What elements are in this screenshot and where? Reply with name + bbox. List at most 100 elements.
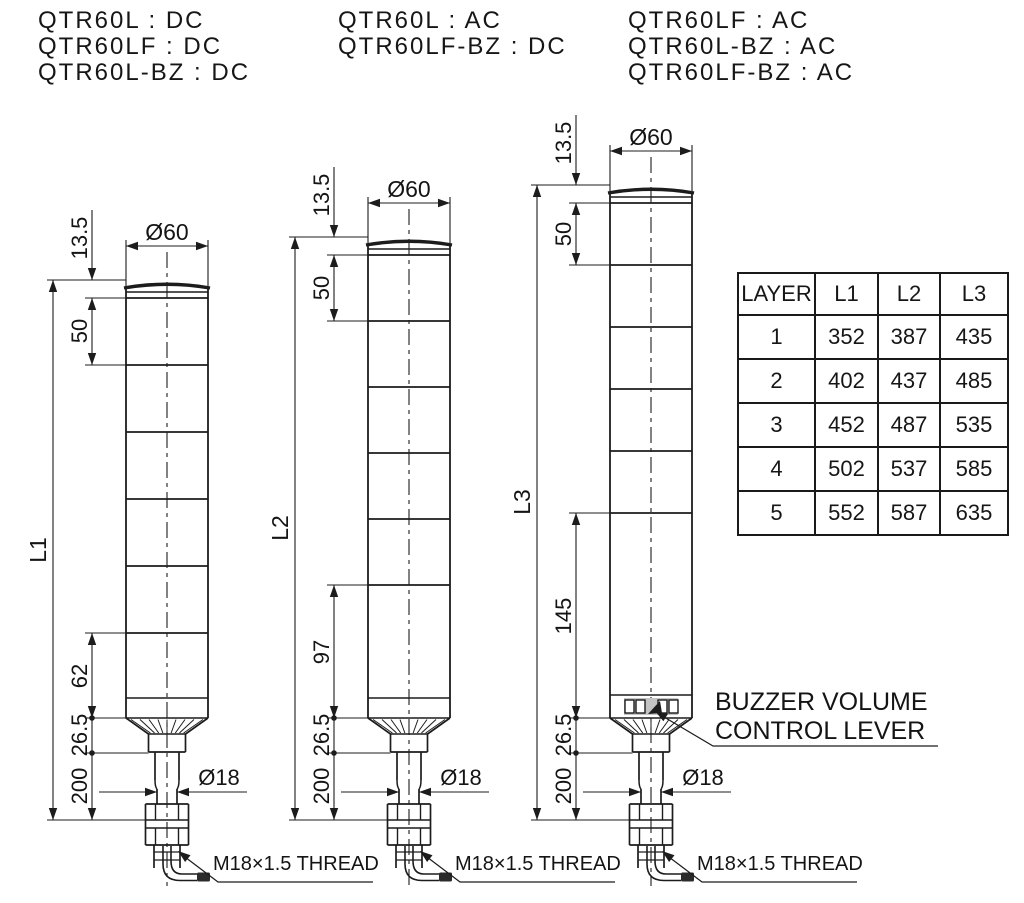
flare-rib	[372, 719, 393, 734]
dim-label-body-2: 97	[309, 640, 334, 664]
layer-length-table: LAYER L1 L2 L3 1 352 387 435 2 402 437 4…	[737, 272, 1009, 536]
dim-arrowhead	[329, 225, 339, 237]
dim-label-length-1: L1	[25, 537, 51, 563]
table-cell: 402	[814, 358, 879, 404]
dim-arrowhead	[532, 185, 542, 197]
buzzer-lever	[648, 701, 662, 714]
flare-rib	[130, 719, 151, 734]
model-label: QTR60LF : AC	[628, 7, 810, 34]
buzzer-note-line1: BUZZER VOLUME	[715, 688, 928, 716]
dim-arrowhead	[571, 808, 581, 820]
dim-arrowhead	[87, 298, 97, 310]
dim-arrowhead	[571, 203, 581, 215]
dim-label-cable-1: 200	[67, 768, 92, 805]
dim-arrowhead	[87, 633, 97, 645]
flare-rib	[654, 719, 661, 734]
thread-note-3: M18×1.5 THREAD	[697, 853, 863, 875]
flare-right	[185, 717, 209, 735]
flare-rib	[179, 719, 195, 734]
dim-arrowhead	[87, 353, 97, 365]
flare-left	[609, 717, 633, 735]
table-row: 4 502 537 585	[737, 446, 1009, 492]
dim-label-length-3: L3	[509, 489, 535, 515]
cap-dome	[123, 282, 211, 290]
dim-arrowhead	[629, 787, 641, 797]
dim-label-module-1: 50	[67, 319, 92, 343]
flare-rib	[139, 719, 155, 734]
dim-arrowhead	[145, 787, 157, 797]
flare-rib	[170, 719, 177, 734]
dim-label-cable-3: 200	[551, 768, 576, 805]
flare-rib	[425, 719, 446, 734]
dim-arrowhead	[196, 241, 208, 251]
table-cell: 387	[877, 314, 941, 360]
flare-rib	[399, 719, 406, 734]
dim-arrowhead	[571, 253, 581, 265]
neck-curve	[418, 779, 422, 790]
cable-outer	[404, 846, 439, 882]
thread-note-2: M18×1.5 THREAD	[455, 853, 621, 875]
dim-arrowhead	[87, 268, 97, 280]
table-cell: 535	[939, 402, 1009, 448]
dim-label-diameter-3: Ø60	[629, 124, 672, 150]
cable-tip	[439, 872, 452, 882]
dim-label-diameter-1: Ø60	[145, 219, 188, 245]
dim-arrowhead	[48, 280, 58, 292]
tower-1	[47, 210, 373, 886]
dim-label-base-2: 26.5	[309, 714, 334, 757]
dim-arrowhead	[387, 787, 399, 797]
dim-arrowhead	[661, 787, 673, 797]
dim-label-cable-2: 200	[309, 768, 334, 805]
flare-left	[125, 717, 149, 735]
dim-label-stem-dia-1: Ø18	[198, 765, 240, 790]
table-cell: 437	[877, 358, 941, 404]
dim-arrowhead	[571, 173, 581, 185]
model-label: QTR60L-BZ : DC	[38, 59, 251, 86]
model-label: QTR60LF-BZ : AC	[628, 59, 855, 86]
dim-arrowhead	[48, 808, 58, 820]
dim-arrowhead	[87, 706, 97, 718]
dim-arrowhead	[177, 787, 189, 797]
table-cell: 1	[737, 314, 816, 360]
dim-label-cap-3: 13.5	[551, 122, 576, 165]
dim-label-module-3: 50	[551, 222, 576, 246]
cable-outer	[162, 846, 197, 882]
table-cell: 452	[814, 402, 879, 448]
buzzer-slot	[635, 699, 646, 714]
table-cell: 587	[877, 490, 941, 536]
model-list-dc: QTR60L : DC QTR60LF : DC QTR60L-BZ : DC	[38, 8, 250, 86]
table-row: 5 552 587 635	[737, 490, 1009, 536]
table-row: 1 352 387 435	[737, 314, 1009, 360]
flare-rib	[183, 719, 204, 734]
flare-rib	[416, 719, 428, 734]
dim-arrowhead	[87, 808, 97, 820]
dim-label-module-2: 50	[309, 276, 334, 300]
table-row: 3 452 487 535	[737, 402, 1009, 448]
table-cell: 537	[877, 446, 941, 492]
table-cell: 5	[737, 490, 816, 536]
cable-inner	[654, 846, 681, 875]
table-cell: 2	[737, 358, 816, 404]
dim-arrowhead	[680, 146, 692, 156]
table-cell: 3	[737, 402, 816, 448]
flare-rib	[614, 719, 635, 734]
dim-arrowhead	[571, 706, 581, 718]
dim-arrowhead	[290, 237, 300, 249]
thread-note-1: M18×1.5 THREAD	[213, 853, 379, 875]
tower-linework	[47, 115, 938, 886]
dim-arrowhead	[329, 255, 339, 267]
flare-rib	[623, 719, 639, 734]
table-cell: 352	[814, 314, 879, 360]
dim-arrowhead	[532, 808, 542, 820]
table-cell: 585	[939, 446, 1009, 492]
leader-line	[180, 853, 373, 883]
model-label: QTR60L : DC	[38, 7, 205, 34]
table-header-row: LAYER L1 L2 L3	[737, 272, 1009, 316]
cap-dome	[607, 187, 695, 195]
dim-node	[89, 750, 95, 756]
table-cell: 635	[939, 490, 1009, 536]
flare-rib	[632, 719, 644, 734]
